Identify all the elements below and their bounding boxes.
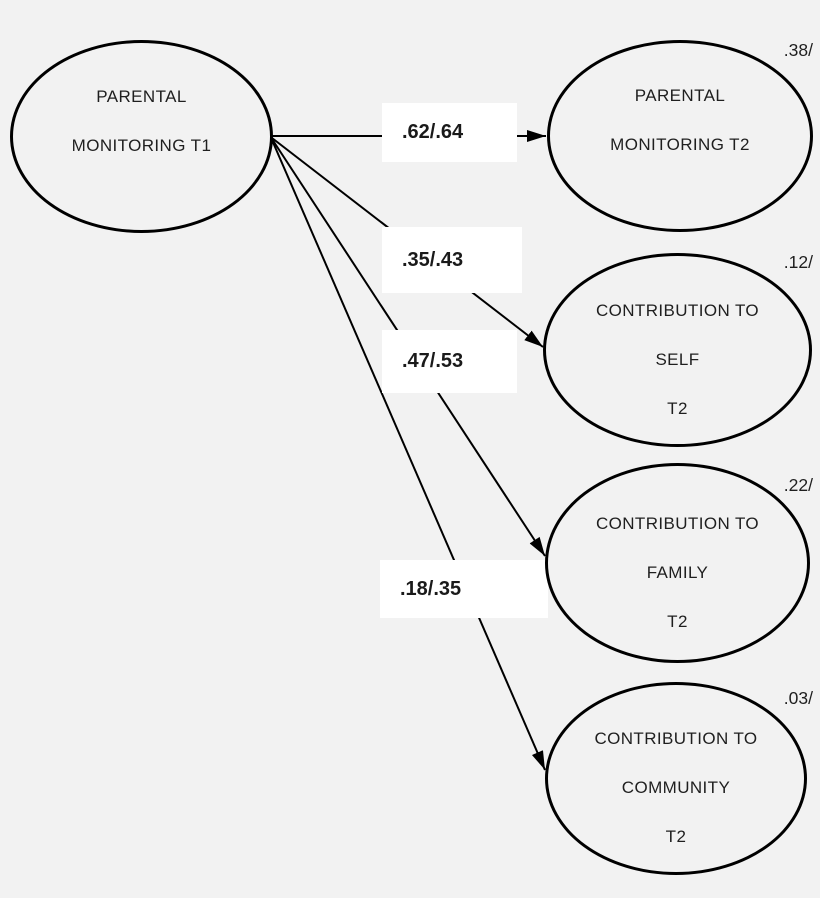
node-label-line: T2	[667, 398, 688, 418]
variance-value-self-t2: .12/	[783, 252, 813, 272]
node-contribution-to-self-t2: CONTRIBUTION TO SELF T2	[543, 253, 812, 447]
path-coefficient-family-t2: .47/.53	[382, 330, 517, 393]
path-coefficient-pm-t2: .62/.64	[382, 103, 517, 162]
coefficient-label: .62/.64	[402, 121, 464, 143]
node-label-line: PARENTAL	[634, 86, 726, 105]
node-label-line: COMMUNITY	[621, 778, 731, 797]
variance-value-community-t2: .03/	[783, 688, 813, 708]
node-label-line: SELF	[655, 349, 700, 369]
node-contribution-to-community-t2: CONTRIBUTION TO COMMUNITY T2	[545, 682, 807, 875]
node-label-line: MONITORING T2	[610, 135, 750, 154]
arrow-pm-t1-to-community-t2	[271, 139, 546, 771]
node-label-line: CONTRIBUTION TO	[594, 729, 758, 748]
path-coefficient-community-t2: .18/.35	[380, 560, 548, 618]
node-label-line: CONTRIBUTION TO	[595, 300, 760, 320]
coefficient-label: .35/.43	[402, 248, 464, 271]
variance-value-pm-t2: .38/	[783, 40, 813, 60]
node-label-line: FAMILY	[646, 562, 709, 582]
node-parental-monitoring-t1: PARENTAL MONITORING T1	[10, 40, 273, 233]
node-label-line: T2	[665, 827, 687, 846]
node-label-line: PARENTAL	[96, 86, 187, 106]
node-contribution-to-family-t2: CONTRIBUTION TO FAMILY T2	[545, 463, 810, 663]
variance-value-family-t2: .22/	[783, 475, 813, 495]
path-coefficient-self-t2: .35/.43	[382, 227, 522, 293]
node-label-line: T2	[667, 611, 688, 631]
node-label-line: CONTRIBUTION TO	[595, 513, 760, 533]
coefficient-label: .18/.35	[400, 577, 462, 600]
node-parental-monitoring-t2: PARENTAL MONITORING T2	[547, 40, 813, 232]
coefficient-label: .47/.53	[402, 350, 464, 372]
node-label-line: MONITORING T1	[71, 135, 212, 155]
